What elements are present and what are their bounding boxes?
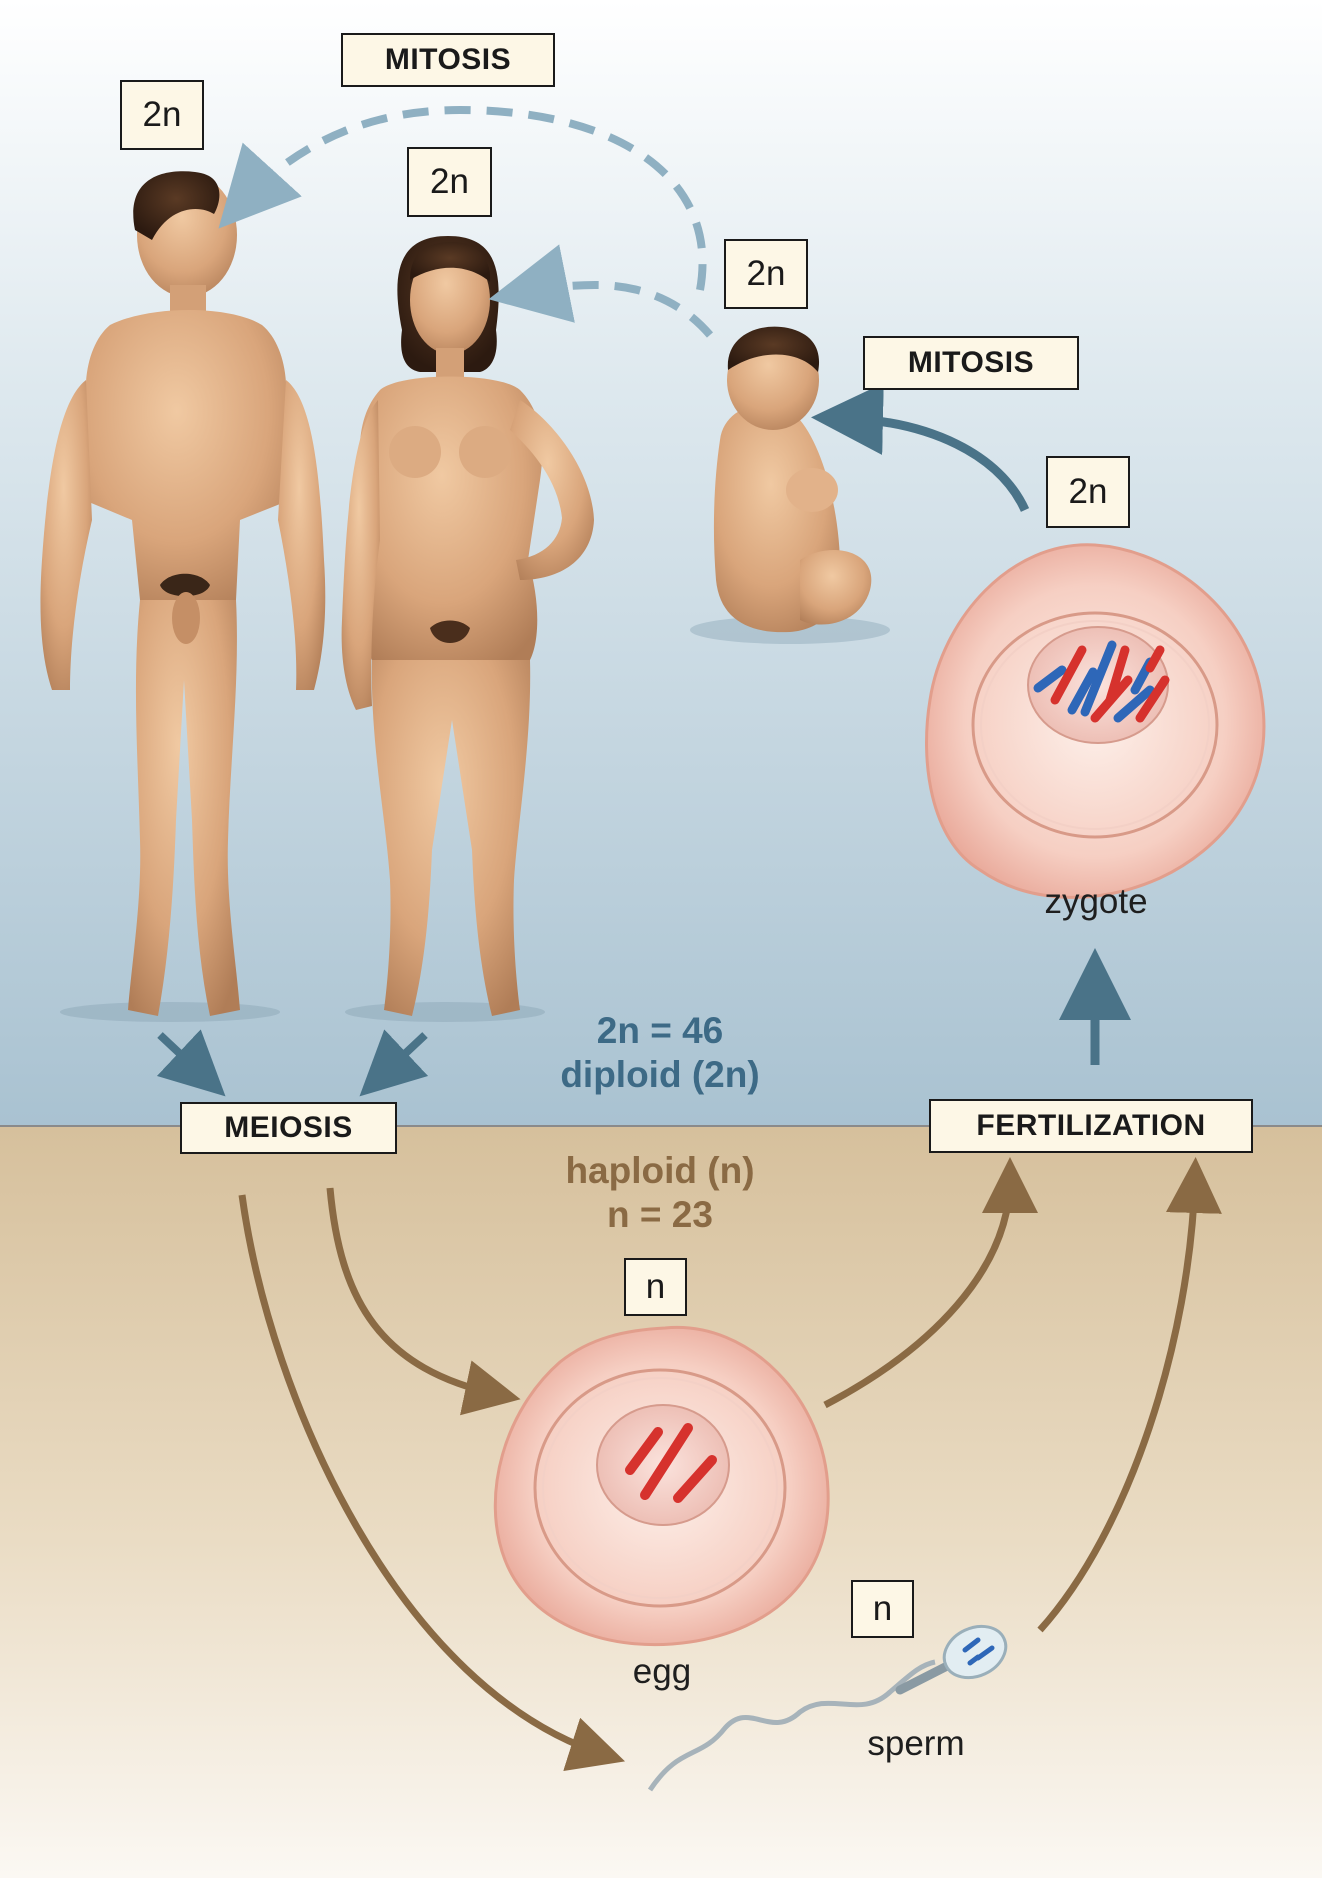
haploid-label: haploid (n) [565, 1150, 755, 1191]
zygote-to-baby-arrow [811, 383, 1030, 512]
baby-ploidy-badge: 2n [724, 239, 808, 309]
gamete-arrows [238, 1157, 1222, 1772]
adult-female-figure [341, 236, 594, 1022]
baby-figure [690, 326, 890, 644]
mitosis-to-woman-arrow [488, 244, 714, 338]
sperm-ploidy-badge: n [851, 1580, 914, 1638]
fertilization-label: FERTILIZATION [929, 1099, 1253, 1153]
haploid-count-label: n = 23 [607, 1194, 713, 1235]
egg-ploidy-badge: n [624, 1258, 687, 1316]
sperm-label: sperm [867, 1724, 965, 1763]
mitosis-label-top: MITOSIS [341, 33, 555, 87]
egg-chromosomes [625, 1423, 717, 1503]
zygote-cell [925, 543, 1266, 899]
mitosis-label-right: MITOSIS [863, 336, 1079, 390]
zygote-label: zygote [1044, 882, 1148, 921]
diploid-label: diploid (2n) [560, 1054, 760, 1095]
egg-to-fertilization-arrow [823, 1157, 1038, 1409]
meiosis-label: MEIOSIS [180, 1102, 397, 1154]
sperm-to-fertilization-arrow [1037, 1157, 1222, 1633]
man-to-meiosis-arrow [156, 1029, 226, 1097]
meiosis-to-sperm-arrow [238, 1194, 626, 1772]
zygote-chromosomes [1033, 640, 1170, 723]
meiosis-to-egg-arrow [326, 1187, 521, 1416]
adult-male-figure [40, 171, 326, 1022]
meiosis-arrows [156, 948, 1131, 1097]
mitosis-to-man-arrow [218, 105, 707, 291]
mitosis-arrows [218, 105, 1030, 512]
man-ploidy-badge: 2n [120, 80, 204, 150]
egg-label: egg [632, 1652, 692, 1691]
egg-cell [493, 1325, 830, 1647]
woman-to-meiosis-arrow [359, 1029, 429, 1097]
zygote-ploidy-badge: 2n [1046, 456, 1130, 528]
diploid-count-label: 2n = 46 [596, 1010, 724, 1051]
woman-ploidy-badge: 2n [407, 147, 492, 217]
sperm-cell [647, 1624, 1008, 1792]
